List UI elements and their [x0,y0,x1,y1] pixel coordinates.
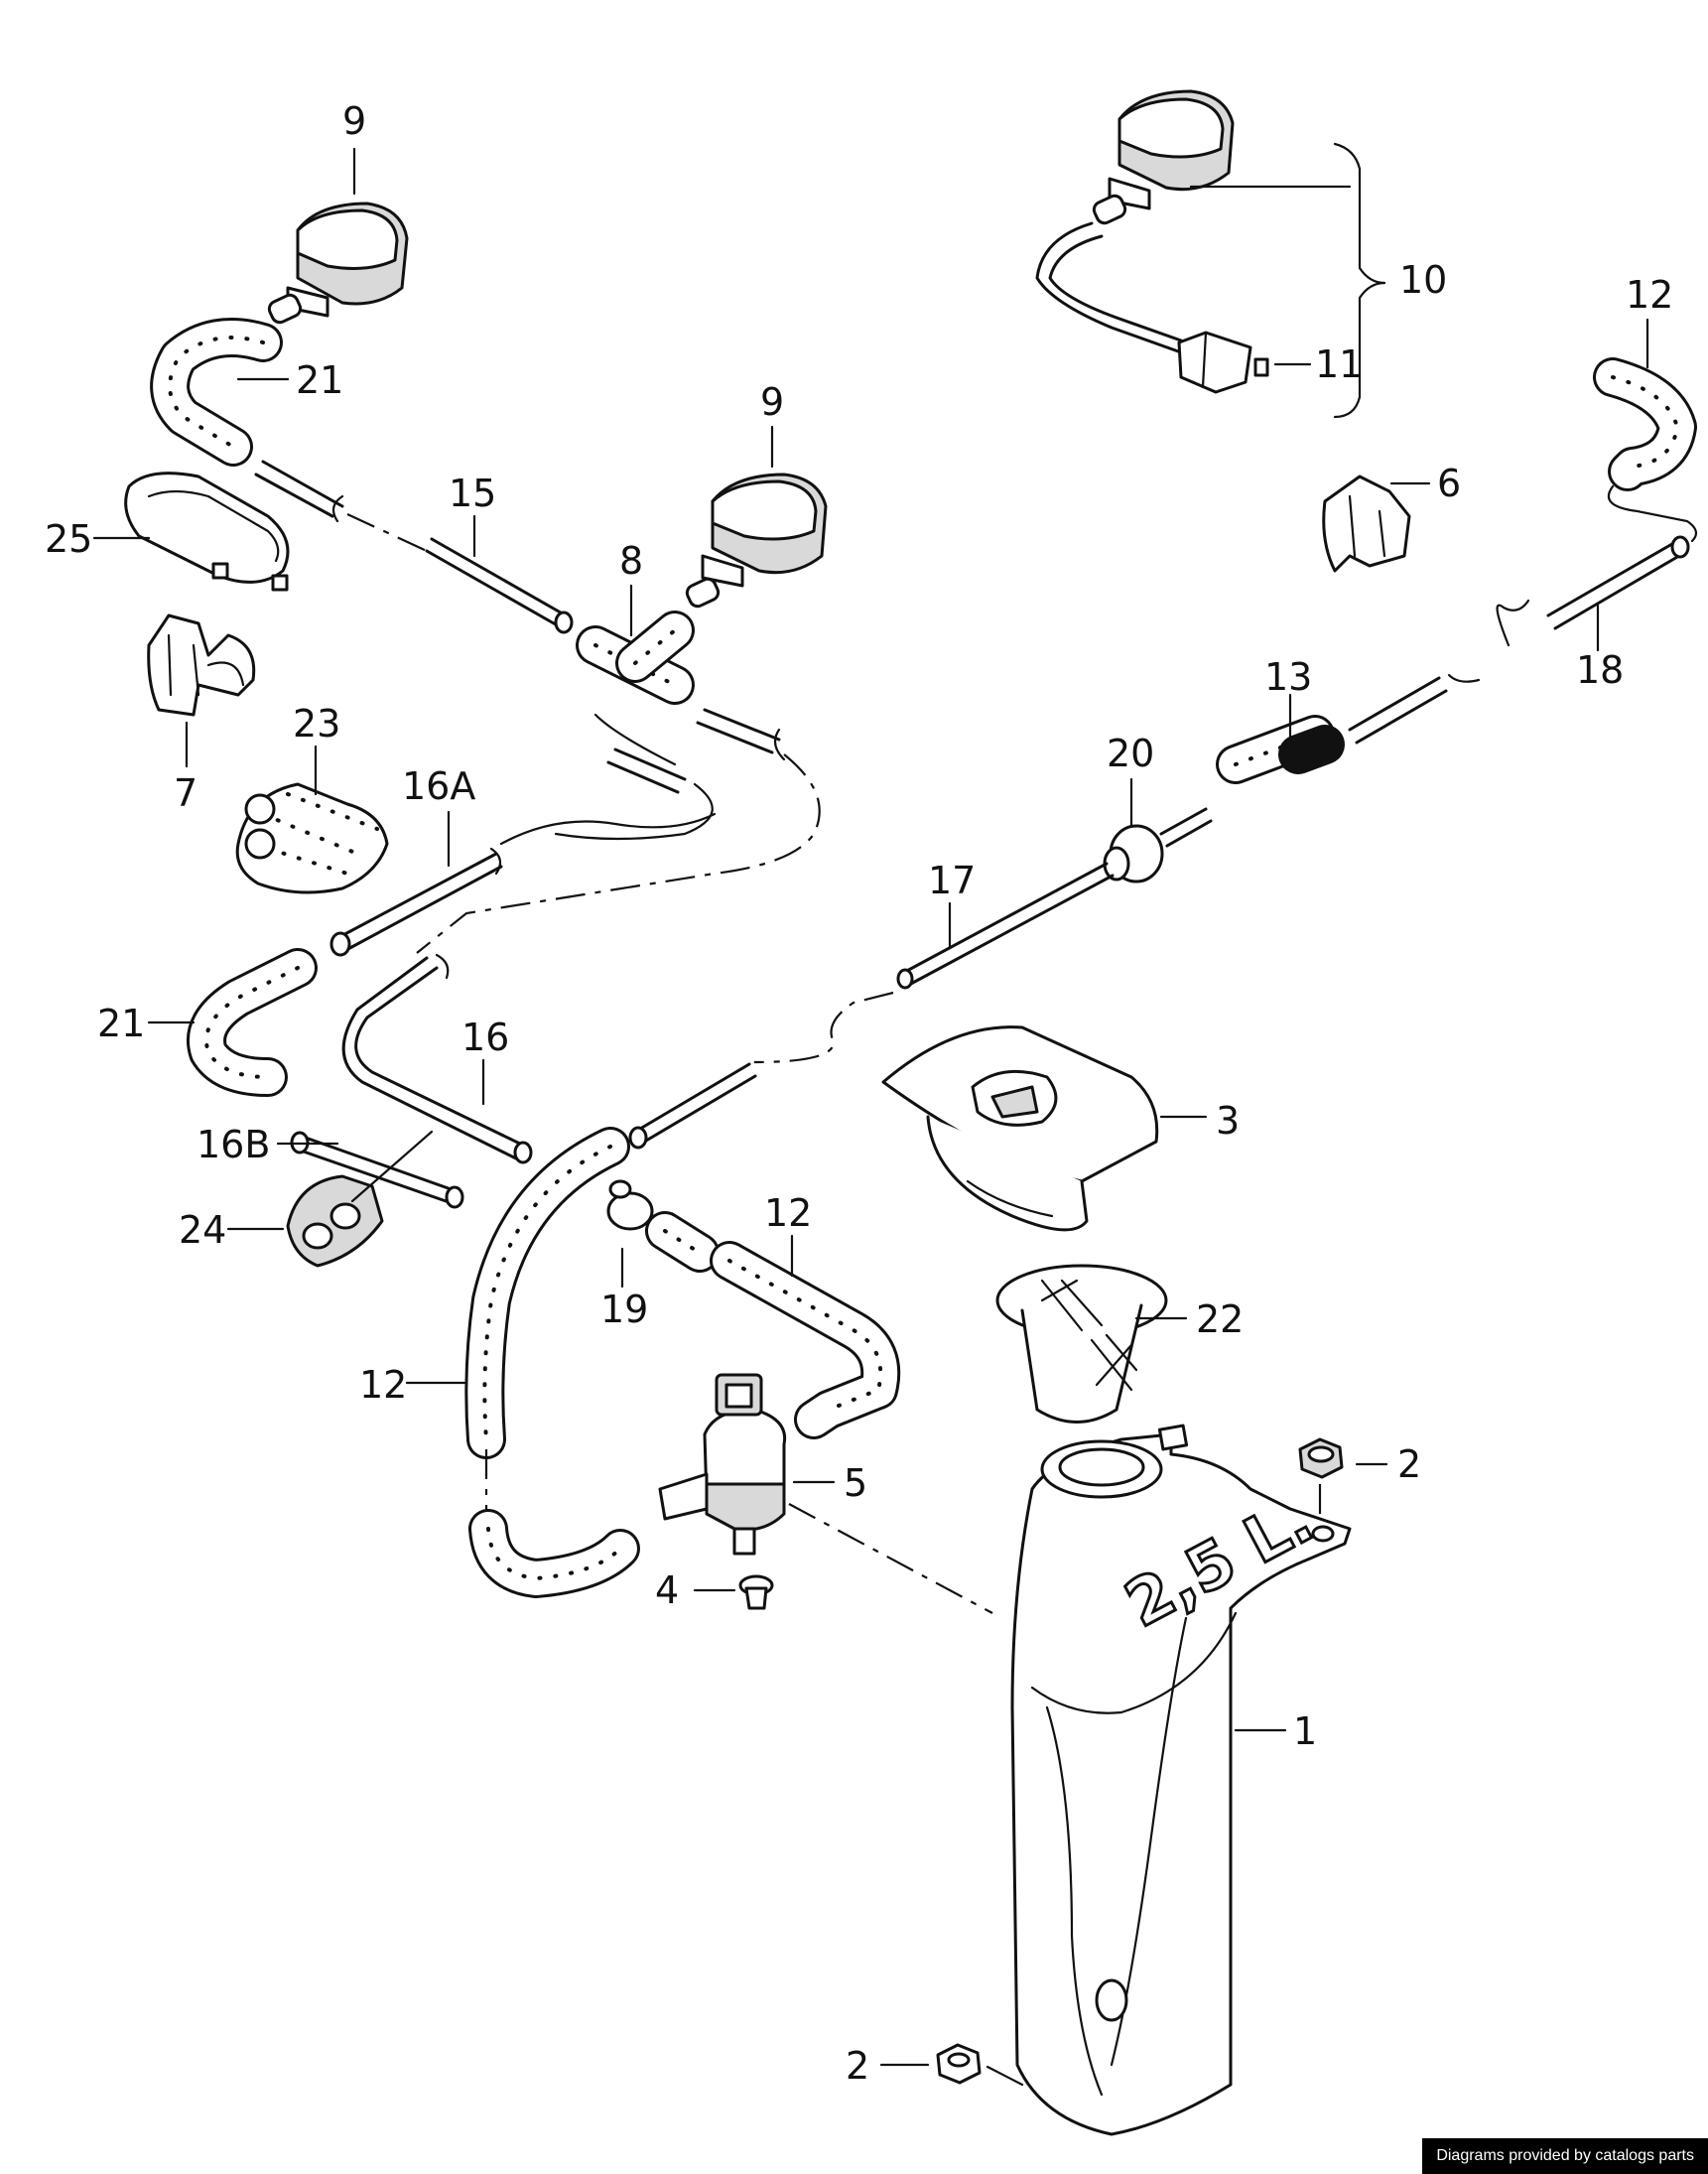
callout-16b: 16B [197,1123,270,1166]
callout-21-mid: 21 [97,1002,145,1045]
washer-nozzle-part-9-center[interactable] [685,473,828,609]
callout-3: 3 [1216,1099,1240,1143]
hose-under-pump [468,1449,640,1598]
callout-21-top: 21 [296,358,343,402]
callout-4: 4 [655,1568,679,1612]
washer-reservoir-part-1[interactable]: 2,5 L. [1010,1424,1352,2136]
holder-part-24[interactable] [286,1174,384,1268]
callout-7: 7 [174,771,197,815]
hose-part-12-middle[interactable] [710,1241,901,1439]
bracket-part-3[interactable] [881,1025,1159,1232]
washer-pump-part-5[interactable] [658,1373,787,1556]
callout-16: 16 [461,1016,509,1059]
callout-8: 8 [619,539,643,583]
callout-5: 5 [844,1461,867,1505]
strainer-part-22[interactable] [995,1264,1168,1424]
callout-12-left: 12 [359,1363,407,1407]
tube-part-18[interactable] [1496,535,1690,647]
callout-25: 25 [45,517,92,561]
callout-15: 15 [449,472,496,515]
callout-12-middle: 12 [764,1191,812,1235]
tube-part-16[interactable] [341,953,533,1164]
connector-short-hose [645,1211,720,1273]
callout-18: 18 [1576,648,1624,692]
bracket-part-23[interactable] [235,782,389,894]
callout-2-upper: 2 [1397,1442,1421,1486]
hose-part-21-top[interactable] [150,318,283,467]
callout-6: 6 [1437,462,1461,505]
cover-part-25[interactable] [124,472,290,592]
clip-part-7[interactable] [147,613,256,717]
callout-23: 23 [293,702,340,746]
callout-11: 11 [1315,342,1363,386]
plug-part-4[interactable] [738,1574,774,1610]
nut-part-2-lower[interactable] [936,2043,1024,2087]
callout-9-center: 9 [760,380,784,424]
hose-part-21-mid[interactable] [187,948,318,1097]
callout-20: 20 [1107,732,1154,775]
connector-tube-branches [416,708,821,954]
tube-part-16a[interactable] [329,812,717,957]
callout-1: 1 [1293,1709,1317,1753]
credit-banner: Diagrams provided by catalogs parts [1422,2138,1708,2174]
clip-part-6[interactable] [1322,475,1411,573]
callout-labels: 9 9 10 11 12 21 15 8 25 6 18 13 7 23 16A… [45,99,1673,2088]
grommet-part-20[interactable] [1103,807,1213,883]
t-connector-part-8[interactable] [576,611,695,705]
clamp-part-19[interactable] [606,1179,654,1231]
callout-13: 13 [1264,655,1312,699]
washer-nozzle-part-9-left[interactable] [267,202,409,325]
tube-part-17[interactable] [753,862,1115,1064]
callout-2-lower: 2 [846,2044,869,2088]
callout-12-top-right: 12 [1626,273,1673,317]
callout-24: 24 [179,1208,226,1252]
callout-19: 19 [600,1288,648,1331]
callout-17: 17 [928,859,976,902]
callout-9-left: 9 [342,99,366,143]
connector-part-13[interactable] [1216,673,1481,784]
tube-part-15[interactable] [254,460,574,634]
callout-22: 22 [1196,1297,1244,1341]
hose-part-12-left[interactable] [464,1127,630,1459]
hose-part-12-top-right[interactable] [1593,357,1698,543]
callout-16a: 16A [402,764,475,808]
tube-to-pump [628,1062,757,1150]
heated-nozzle-part-10[interactable] [1035,89,1235,354]
connector-part-11[interactable] [1177,331,1269,394]
callout-10: 10 [1399,258,1447,302]
tube-part-16b[interactable] [290,1131,464,1209]
nut-part-2-upper[interactable] [1298,1437,1344,1479]
